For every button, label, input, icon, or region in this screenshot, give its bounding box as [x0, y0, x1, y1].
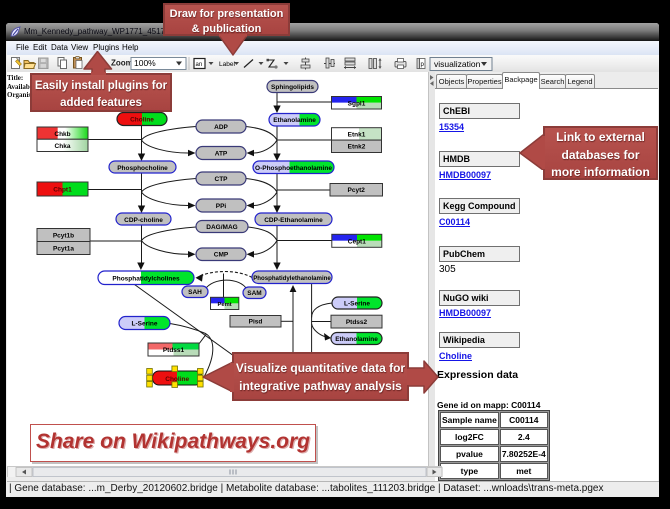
svg-text:CDP-choline: CDP-choline [124, 217, 163, 224]
svg-text:SAH: SAH [188, 289, 202, 296]
svg-text:SAM: SAM [247, 290, 261, 297]
svg-text:ADP: ADP [214, 124, 228, 131]
svg-text:Phosphatidylcholines: Phosphatidylcholines [112, 275, 180, 282]
svg-text:CTP: CTP [215, 176, 229, 183]
svg-text:Ethanolamine: Ethanolamine [335, 336, 378, 343]
svg-text:Cept1: Cept1 [348, 238, 366, 245]
svg-text:Pcyt2: Pcyt2 [348, 187, 366, 194]
svg-text:visualization: visualization [434, 59, 481, 69]
svg-text:Chpt1: Chpt1 [53, 187, 72, 194]
svg-text:Zoom:: Zoom: [111, 59, 135, 68]
svg-text:Chkb: Chkb [54, 131, 70, 138]
svg-text:an: an [196, 62, 203, 68]
svg-text:Ptdss1: Ptdss1 [163, 347, 185, 354]
svg-text:O-Phosphoethanolamine: O-Phosphoethanolamine [255, 165, 332, 172]
svg-text:Chka: Chka [55, 143, 71, 150]
svg-text:PPi: PPi [216, 203, 227, 210]
svg-text:Ethanolamine: Ethanolamine [273, 117, 316, 124]
svg-text:Choline: Choline [165, 376, 189, 383]
svg-text:Sphingolipids: Sphingolipids [271, 84, 314, 91]
svg-text:L-Serine: L-Serine [344, 301, 370, 308]
svg-text:Phosphocholine: Phosphocholine [117, 165, 168, 172]
svg-text:Etnk1: Etnk1 [348, 131, 366, 138]
svg-text:DAG/MAG: DAG/MAG [206, 224, 237, 231]
svg-text:p: p [421, 62, 425, 68]
svg-text:ATP: ATP [215, 150, 228, 157]
svg-text:CMP: CMP [214, 252, 229, 259]
svg-text:Phosphatidylethanolamine: Phosphatidylethanolamine [253, 275, 331, 282]
svg-text:Choline: Choline [130, 117, 154, 124]
svg-text:Sgpl1: Sgpl1 [348, 101, 366, 108]
svg-text:Pcyt1b: Pcyt1b [53, 233, 74, 240]
svg-text:Pemt: Pemt [218, 302, 232, 308]
svg-text:L-Serine: L-Serine [131, 320, 157, 327]
svg-text:Label: Label [219, 61, 235, 68]
svg-text:CDP-Ethanolamine: CDP-Ethanolamine [264, 217, 323, 224]
svg-text:Ptdss2: Ptdss2 [346, 319, 368, 326]
svg-text:Pcyt1a: Pcyt1a [53, 246, 74, 253]
svg-text:Etnk2: Etnk2 [348, 144, 366, 151]
svg-text:100%: 100% [134, 58, 156, 68]
svg-text:Pisd: Pisd [249, 319, 263, 326]
